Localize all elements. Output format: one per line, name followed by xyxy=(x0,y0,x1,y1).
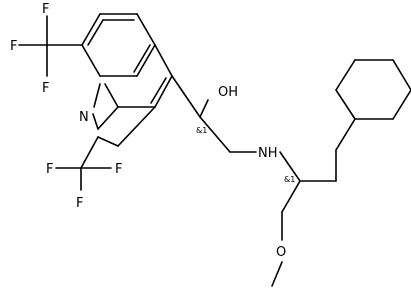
atom-f1a: F xyxy=(10,39,17,54)
benzo-ring xyxy=(81,13,156,77)
atom-f1b: F xyxy=(42,2,49,17)
cf3-group-top xyxy=(18,15,83,77)
atom-o-ether: O xyxy=(276,245,286,260)
cf3-group-bottom xyxy=(55,106,156,191)
atom-oh: OH xyxy=(218,85,238,100)
pyridine-ring xyxy=(92,44,173,130)
phenyl-ring xyxy=(335,59,411,151)
atom-f2a: F xyxy=(46,162,53,177)
stereo-label-c1: &1 xyxy=(196,126,207,135)
atom-f2b: F xyxy=(115,162,122,177)
atom-f1c: F xyxy=(42,81,49,96)
atom-nh: NH xyxy=(258,146,278,161)
side-chain xyxy=(171,75,337,287)
stereo-label-c2: &1 xyxy=(284,175,295,184)
atom-n: N xyxy=(79,110,89,125)
atom-f2c: F xyxy=(76,196,83,211)
